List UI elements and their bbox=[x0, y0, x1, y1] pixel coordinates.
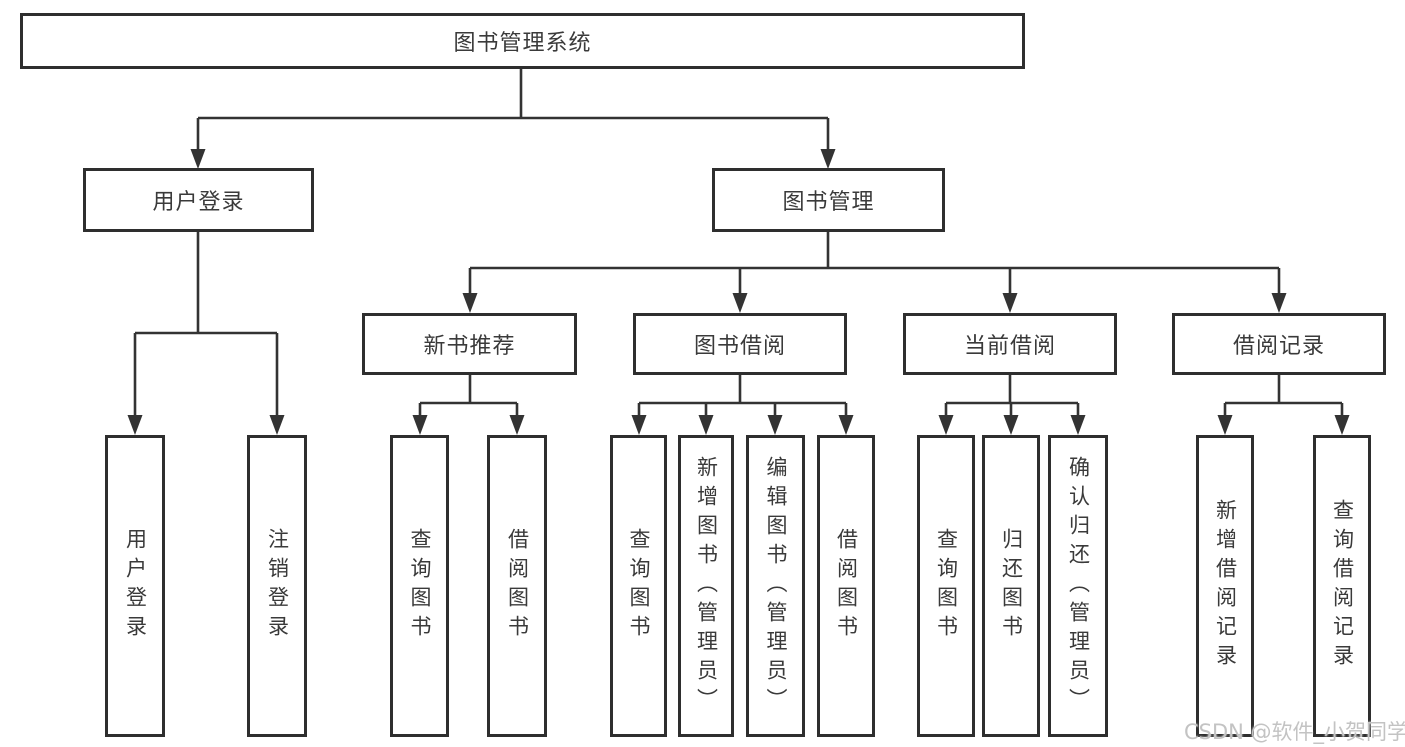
node-book-management-label: 图书管理 bbox=[782, 190, 875, 215]
leaf-borrow-books-recommend-label: 借阅图书 bbox=[505, 528, 530, 644]
node-current-borrowing: 当前借阅 bbox=[903, 313, 1117, 375]
csdn-watermark: CSDN @软件_小贺同学 bbox=[1184, 720, 1405, 744]
leaf-logout: 注销登录 bbox=[247, 435, 307, 737]
leaf-query-books-recommend: 查询图书 bbox=[390, 435, 449, 737]
leaf-user-login-label: 用户登录 bbox=[123, 528, 148, 644]
leaf-edit-books-admin-label: 编辑图书（管理员） bbox=[764, 455, 788, 717]
leaf-query-books-recommend-label: 查询图书 bbox=[408, 528, 432, 644]
leaf-add-borrow-record: 新增借阅记录 bbox=[1196, 435, 1254, 737]
leaf-query-books-current-label: 查询图书 bbox=[934, 528, 959, 644]
node-book-management: 图书管理 bbox=[712, 168, 945, 232]
node-root-label: 图书管理系统 bbox=[453, 31, 592, 56]
leaf-query-borrow-record: 查询借阅记录 bbox=[1313, 435, 1371, 737]
leaf-return-books-label: 归还图书 bbox=[999, 528, 1024, 644]
leaf-query-books-current: 查询图书 bbox=[917, 435, 975, 737]
leaf-edit-books-admin: 编辑图书（管理员） bbox=[746, 435, 805, 737]
leaf-borrow-books-label: 借阅图书 bbox=[834, 528, 859, 644]
leaf-add-books-admin: 新增图书（管理员） bbox=[678, 435, 734, 737]
leaf-logout-label: 注销登录 bbox=[265, 528, 290, 644]
leaf-borrow-books: 借阅图书 bbox=[817, 435, 875, 737]
leaf-return-books: 归还图书 bbox=[982, 435, 1040, 737]
leaf-borrow-books-recommend: 借阅图书 bbox=[487, 435, 547, 737]
leaf-query-borrow-record-label: 查询借阅记录 bbox=[1330, 499, 1355, 673]
node-book-borrowing-label: 图书借阅 bbox=[693, 334, 786, 359]
node-book-borrowing: 图书借阅 bbox=[633, 313, 847, 375]
leaf-query-books-borrow: 查询图书 bbox=[610, 435, 667, 737]
leaf-query-books-borrow-label: 查询图书 bbox=[627, 528, 651, 644]
leaf-add-books-admin-label: 新增图书（管理员） bbox=[694, 455, 719, 717]
node-borrowing-records: 借阅记录 bbox=[1172, 313, 1386, 375]
leaf-user-login: 用户登录 bbox=[105, 435, 165, 737]
leaf-add-borrow-record-label: 新增借阅记录 bbox=[1213, 499, 1238, 673]
node-root: 图书管理系统 bbox=[20, 13, 1025, 69]
leaf-confirm-return-admin-label: 确认归还（管理员） bbox=[1066, 455, 1091, 717]
node-user-login: 用户登录 bbox=[83, 168, 314, 232]
node-current-borrowing-label: 当前借阅 bbox=[963, 334, 1056, 359]
node-new-book-recommendation: 新书推荐 bbox=[362, 313, 577, 375]
node-user-login-label: 用户登录 bbox=[152, 190, 245, 215]
node-borrowing-records-label: 借阅记录 bbox=[1232, 334, 1325, 359]
node-new-book-recommendation-label: 新书推荐 bbox=[423, 334, 516, 359]
leaf-confirm-return-admin: 确认归还（管理员） bbox=[1048, 435, 1108, 737]
